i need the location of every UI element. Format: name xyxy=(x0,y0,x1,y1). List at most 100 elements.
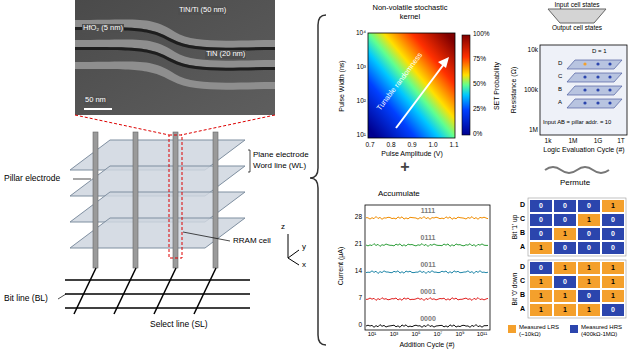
label-text: 1k xyxy=(545,137,552,144)
bit-cell: 1 xyxy=(578,276,600,288)
zoom-line xyxy=(181,115,275,135)
layer xyxy=(567,60,622,69)
label-text: 10¹ xyxy=(357,131,366,138)
label-text: 14 xyxy=(355,267,362,274)
label-text: Permute xyxy=(560,178,590,187)
bit-cell: 1 xyxy=(578,262,600,274)
axis xyxy=(288,250,299,258)
bit-cell: 1 xyxy=(602,200,624,212)
legend-entry: Measured HRS (400kΩ-1MΩ) xyxy=(570,324,631,338)
label-text: 21 xyxy=(355,240,362,247)
select-line xyxy=(114,268,136,314)
leader-line xyxy=(58,294,66,299)
bit-cell: 1 xyxy=(578,304,600,316)
label-text: 10¹¹ xyxy=(477,331,488,338)
label-text: Non-volatile stochastic kernel xyxy=(364,4,456,21)
heatmap xyxy=(368,33,455,138)
row-letter: D xyxy=(520,201,525,209)
logic-gate: Input cell statesOutput cell states xyxy=(535,1,619,32)
plot-frame xyxy=(540,45,627,135)
bit-line xyxy=(65,293,250,295)
squiggle xyxy=(545,167,609,173)
label-text: Input AB = pillar addr. = 10 xyxy=(543,119,611,126)
label-text: 10⁴ xyxy=(356,29,366,36)
bit-cell: 0 xyxy=(578,200,600,212)
bit-cell: 0 xyxy=(554,214,576,226)
label-text: 1M xyxy=(529,126,538,133)
cell-dot xyxy=(596,75,599,78)
bit-cell: 1 xyxy=(602,276,624,288)
legend-swatch xyxy=(508,325,516,333)
arrow-head xyxy=(438,57,449,68)
current-trace xyxy=(366,298,488,301)
row-letter: A xyxy=(520,305,525,313)
label-text: Pulse Amplitude (V) xyxy=(381,150,442,158)
label-text: 10¹ xyxy=(368,331,377,338)
row-letter: C xyxy=(520,277,525,285)
pillar xyxy=(133,132,138,268)
layer xyxy=(567,99,622,108)
label-text: Tunable randomness xyxy=(375,51,424,112)
legend-entry: Measured LRS (~10kΩ) xyxy=(508,324,569,338)
current-trace xyxy=(366,271,488,274)
grid-frame xyxy=(528,260,626,318)
bit-cell: 1 xyxy=(530,242,552,254)
label-text: 0.9 xyxy=(407,141,416,148)
bit-cell: 0 xyxy=(602,228,624,240)
label-text: 7 xyxy=(358,294,362,301)
cell-dot xyxy=(608,75,611,78)
label-text: 10⁵ xyxy=(411,331,420,338)
label-text: SET Probability xyxy=(493,62,501,110)
cell-dot xyxy=(583,75,586,78)
bit-cell: 1 xyxy=(602,290,624,302)
label-text: 0001 xyxy=(420,288,436,296)
current-trace xyxy=(366,217,488,220)
label-text: HfO₂ (5 nm) xyxy=(82,24,124,33)
pillar xyxy=(213,132,218,268)
bit-cell: 1 xyxy=(554,304,576,316)
bit-cell: 1 xyxy=(530,276,552,288)
layer xyxy=(567,73,622,82)
leader-line xyxy=(73,179,91,180)
bit-cell: 1 xyxy=(578,214,600,226)
bit-cell: 0 xyxy=(578,228,600,240)
label-text: 50 nm xyxy=(84,96,107,105)
label-text: D = 1 xyxy=(592,48,607,55)
label-text: 100% xyxy=(473,30,490,37)
layer-stack xyxy=(567,60,622,108)
row-letter: B xyxy=(520,291,525,299)
label-text: 0011 xyxy=(420,261,435,269)
label-text: 0 xyxy=(358,321,362,328)
tin-layer xyxy=(75,62,275,90)
label-text: Pulse Width (ns) xyxy=(338,60,346,111)
bit-cell: 0 xyxy=(530,228,552,240)
cell-dot xyxy=(596,101,599,104)
bit-cell: 1 xyxy=(530,290,552,302)
label-text: 1.0 xyxy=(428,141,437,148)
cell-dot xyxy=(608,62,611,65)
label-text: 75% xyxy=(473,55,486,62)
leader-line xyxy=(183,232,230,241)
gate-caption: Input cell states xyxy=(554,1,599,8)
label-text: 1111 xyxy=(421,207,435,215)
bit-cell: 0 xyxy=(602,304,624,316)
label-text: C xyxy=(558,73,562,80)
bit-cell: 0 xyxy=(554,200,576,212)
label-text: Logic Evaluation Cycle (#) xyxy=(543,146,624,154)
colorbar xyxy=(462,35,470,135)
select-line xyxy=(194,268,216,314)
cell-dot xyxy=(608,101,611,104)
zoom-box xyxy=(169,135,182,258)
bit-cell: 0 xyxy=(554,276,576,288)
bit-cell: 0 xyxy=(530,262,552,274)
label-text: x xyxy=(302,260,306,269)
label-text: B xyxy=(558,86,562,93)
current-trace xyxy=(366,325,488,328)
select-line xyxy=(154,268,176,314)
legend-text: Measured LRS (~10kΩ) xyxy=(519,324,569,338)
label-text: 10³ xyxy=(390,331,399,338)
row-letter: C xyxy=(520,215,525,223)
select-line xyxy=(74,268,96,314)
label-text: Select line (SL) xyxy=(150,320,208,330)
